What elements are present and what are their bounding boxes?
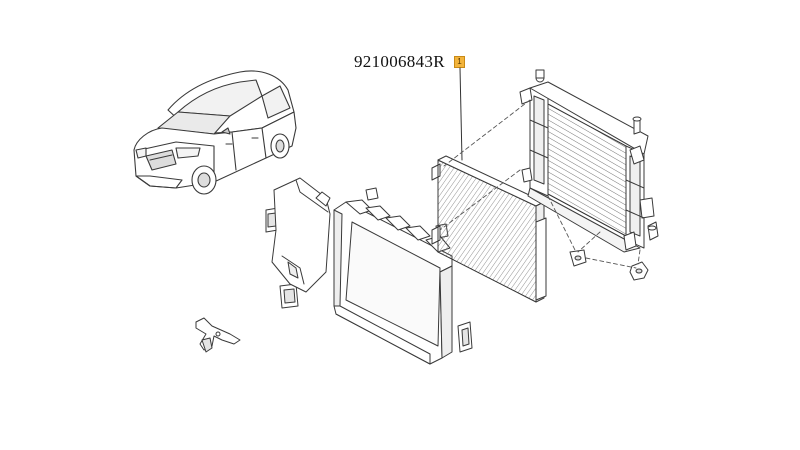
radiator-icon[interactable]	[519, 69, 655, 253]
car-icon	[133, 70, 297, 195]
fan-shroud-icon	[333, 199, 453, 365]
nut-icon	[569, 249, 649, 281]
side-deflector-icon	[271, 177, 331, 293]
leader-line	[459, 67, 463, 161]
bracket-icon	[195, 317, 241, 353]
callout-marker[interactable]: 1	[454, 56, 465, 68]
part-number-label[interactable]: 921006843R	[354, 52, 445, 71]
bolt-icon	[629, 116, 659, 241]
assembly-lines	[439, 99, 641, 269]
